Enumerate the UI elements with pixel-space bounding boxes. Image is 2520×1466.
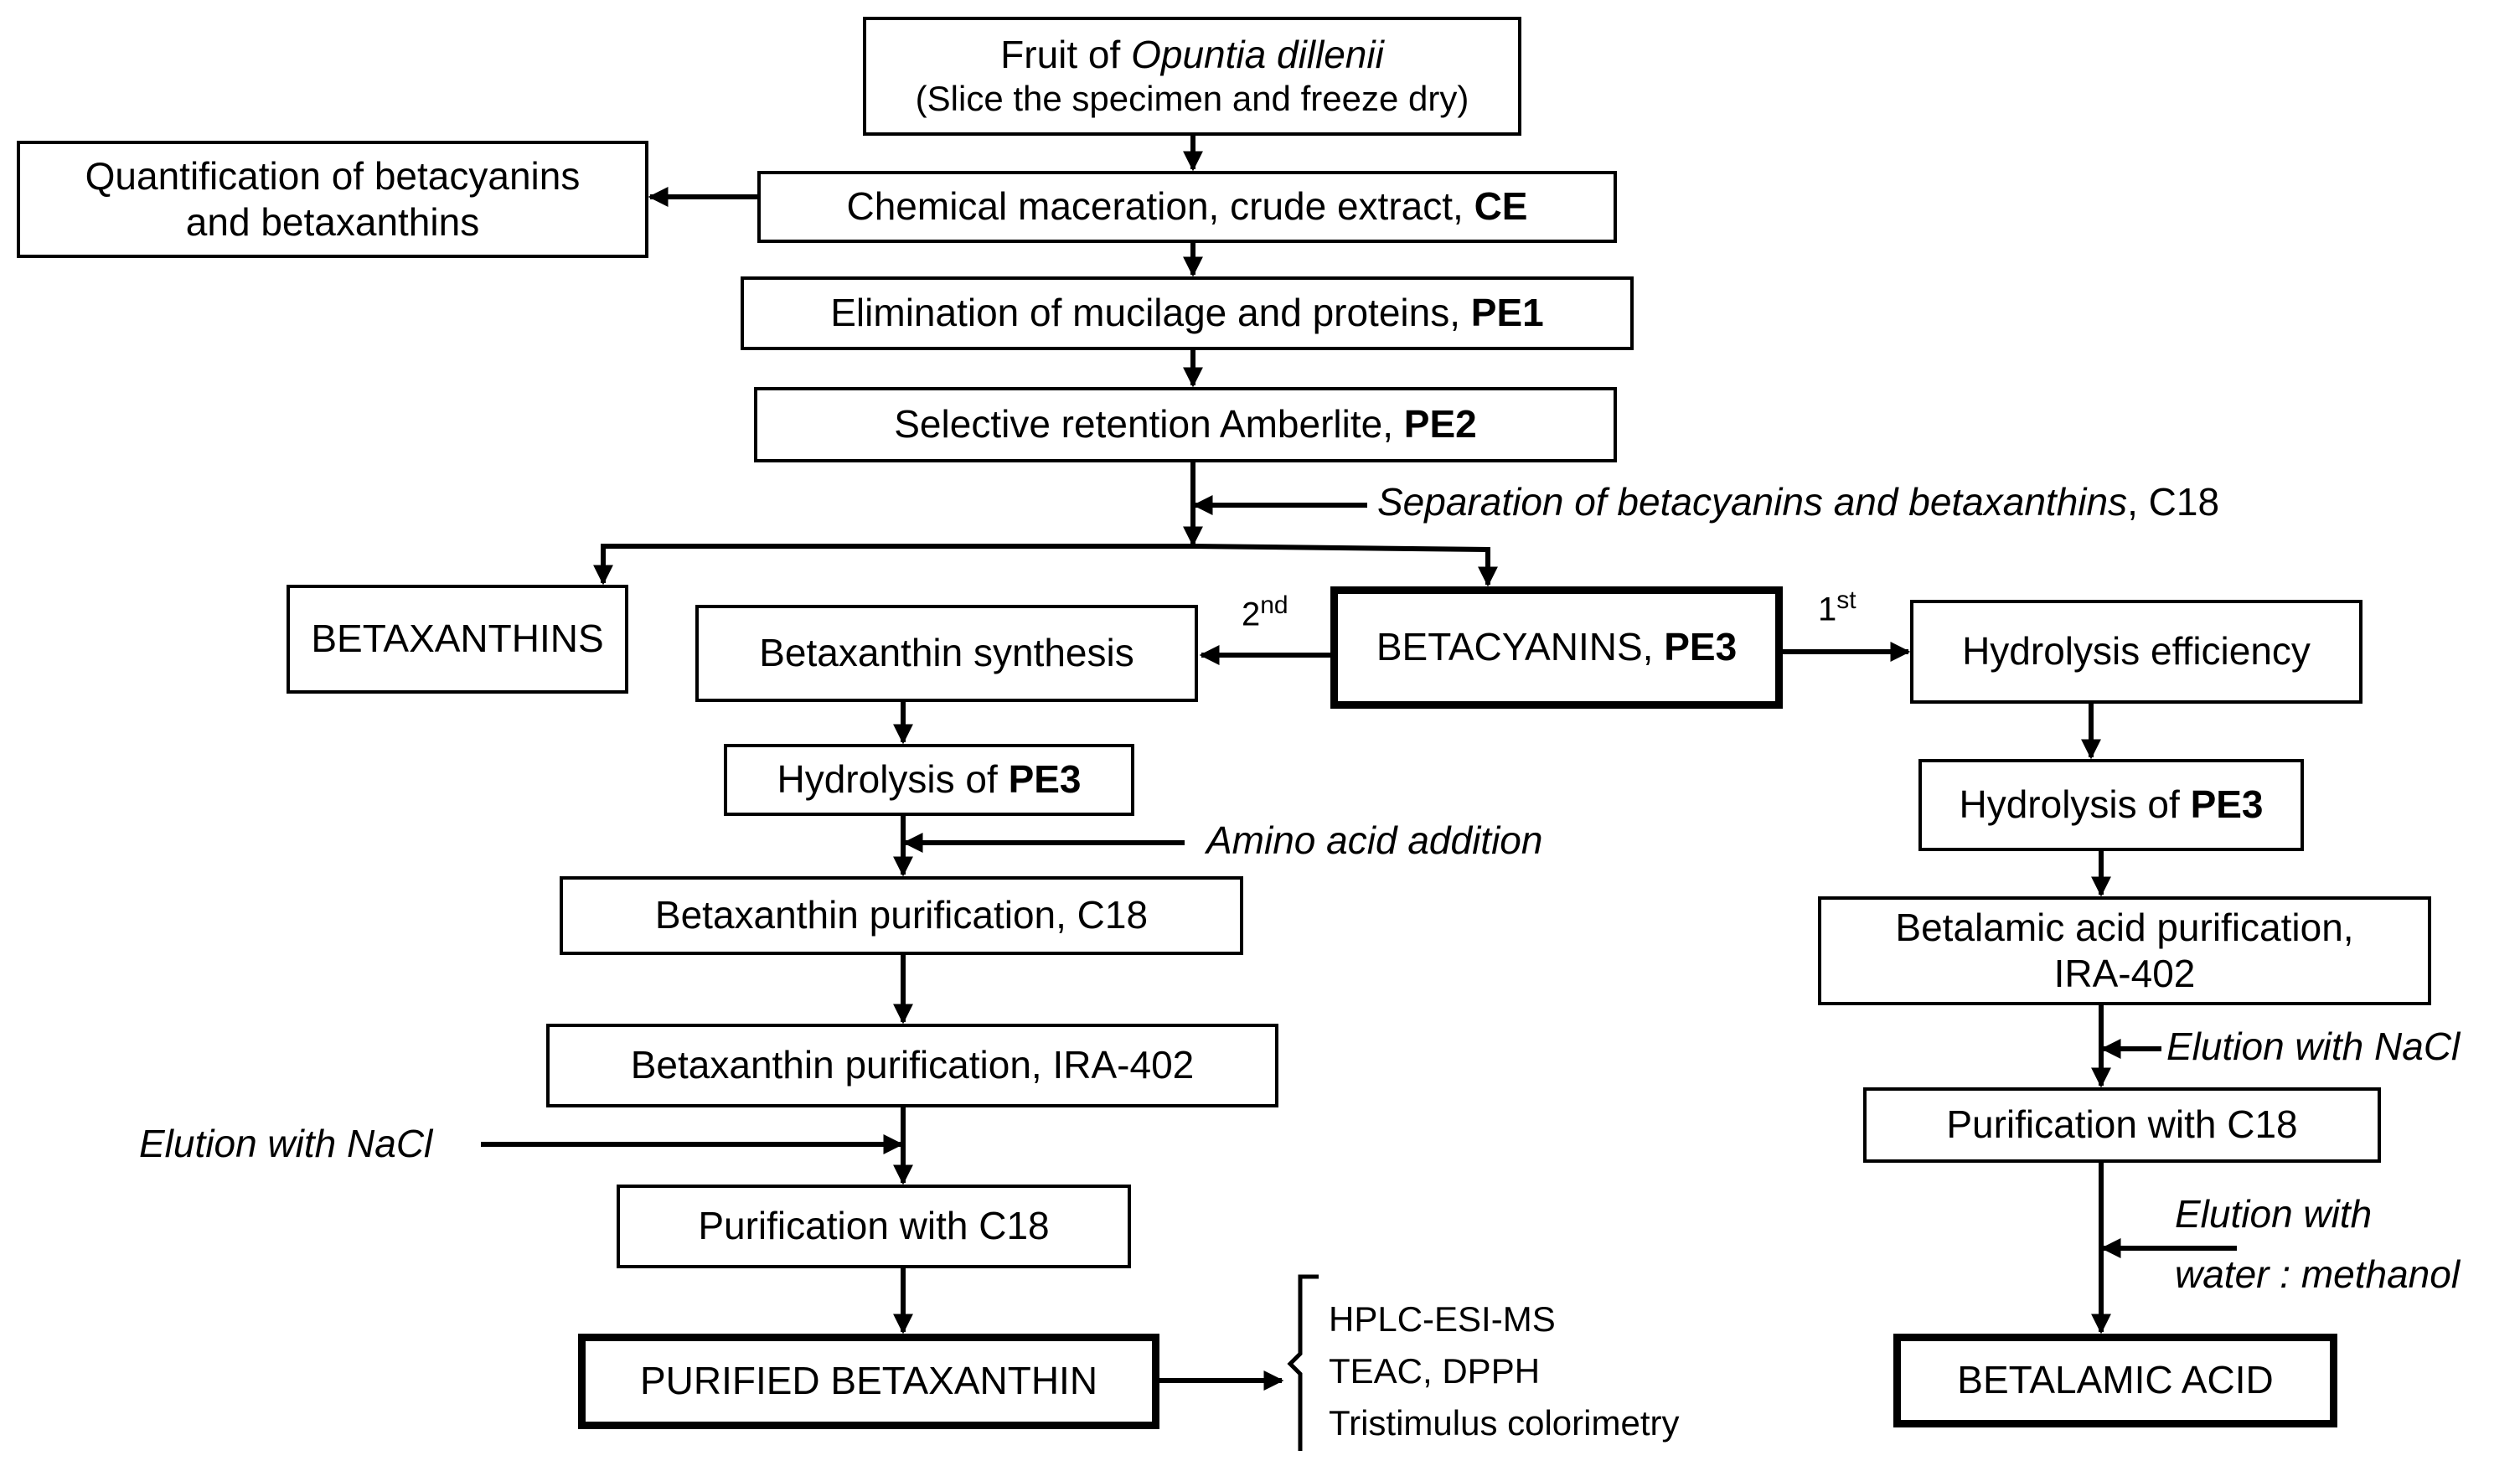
node-betaxanthin-purification-c18: Betaxanthin purification, C18 xyxy=(560,876,1243,955)
node-hydrolysis-efficiency: Hydrolysis efficiency xyxy=(1910,600,2362,704)
label-first-order: 1st xyxy=(1818,586,1856,628)
node-betalamic-acid: BETALAMIC ACID xyxy=(1893,1334,2337,1427)
node-betacyanins-pe3: BETACYANINS, PE3 xyxy=(1330,586,1783,709)
node-hydrolysis-left: Hydrolysis of PE3 xyxy=(724,744,1134,816)
analysis-item: Tristimulus colorimetry xyxy=(1329,1403,1680,1443)
node-crude-extract: Chemical maceration, crude extract, CE xyxy=(757,171,1617,243)
node-pe2: Selective retention Amberlite, PE2 xyxy=(754,387,1617,462)
analysis-item: HPLC-ESI-MS xyxy=(1329,1299,1556,1339)
label-elution-nacl-left: Elution with NaCl xyxy=(139,1122,433,1165)
analyses-list: HPLC-ESI-MS TEAC, DPPH Tristimulus color… xyxy=(1329,1293,1679,1449)
node-betaxanthin-synthesis: Betaxanthin synthesis xyxy=(695,605,1198,702)
label-separation: Separation of betacyanins and betaxanthi… xyxy=(1377,480,2220,524)
node-betaxanthin-purification-ira: Betaxanthin purification, IRA-402 xyxy=(546,1024,1278,1107)
label-second-order: 2nd xyxy=(1242,591,1288,633)
analyses-bracket xyxy=(1287,1274,1319,1451)
split-left-line xyxy=(593,544,1193,586)
label-amino-acid-addition: Amino acid addition xyxy=(1206,818,1543,862)
split-right-line xyxy=(1192,544,1498,587)
node-betalamic-purification: Betalamic acid purification, IRA-402 xyxy=(1818,896,2431,1005)
analysis-item: TEAC, DPPH xyxy=(1329,1351,1541,1391)
node-purified-betaxanthin: PURIFIED BETAXANTHIN xyxy=(578,1334,1159,1429)
node-purification-c18-left: Purification with C18 xyxy=(617,1185,1131,1268)
node-hydrolysis-right: Hydrolysis of PE3 xyxy=(1918,759,2304,851)
node-fruit: Fruit of Opuntia dillenii (Slice the spe… xyxy=(863,17,1521,136)
label-elution-water-methanol-2: water : methanol xyxy=(2175,1252,2461,1296)
node-quantification: Quantification of betacyanins and betaxa… xyxy=(17,141,648,258)
node-pe1: Elimination of mucilage and proteins, PE… xyxy=(741,276,1634,350)
label-elution-water-methanol-1: Elution with xyxy=(2175,1192,2373,1236)
node-purification-c18-right: Purification with C18 xyxy=(1863,1087,2381,1163)
label-elution-nacl-right: Elution with NaCl xyxy=(2166,1025,2461,1068)
node-betaxanthins: BETAXANTHINS xyxy=(287,585,628,694)
